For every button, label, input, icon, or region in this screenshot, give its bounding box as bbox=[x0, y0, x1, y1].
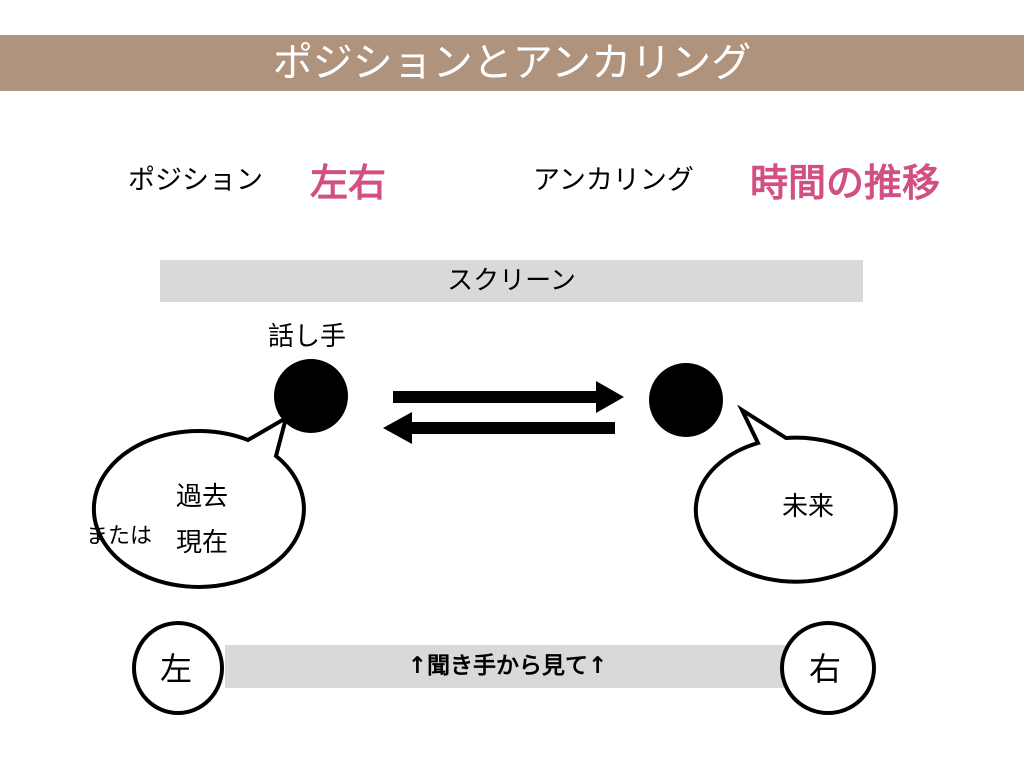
listener-view-bar: ↑聞き手から見て↑ bbox=[225, 645, 790, 688]
left-circle bbox=[132, 621, 224, 715]
right-circle bbox=[780, 621, 876, 715]
position-label: ポジション bbox=[128, 165, 263, 196]
anchoring-value: 時間の推移 bbox=[750, 160, 941, 205]
position-value: 左右 bbox=[310, 160, 387, 205]
slide-title: ポジションとアンカリング bbox=[272, 40, 752, 86]
right-speech-bubble bbox=[693, 404, 898, 584]
arrow-right bbox=[393, 381, 624, 413]
title-bar bbox=[0, 35, 1024, 91]
listener-dot bbox=[649, 363, 723, 437]
arrow-left bbox=[383, 412, 615, 444]
screen-bar: スクリーン bbox=[160, 260, 863, 302]
or-text: または bbox=[86, 524, 153, 549]
present-text: 現在 bbox=[176, 528, 229, 558]
future-text: 未来 bbox=[782, 492, 835, 522]
left-speech-bubble bbox=[91, 413, 306, 589]
anchoring-label: アンカリング bbox=[533, 165, 694, 196]
past-text: 過去 bbox=[176, 482, 229, 512]
right-label: 右 bbox=[809, 650, 842, 688]
left-label: 左 bbox=[160, 650, 193, 688]
speaker-dot bbox=[274, 359, 348, 433]
speaker-label: 話し手 bbox=[268, 322, 347, 352]
